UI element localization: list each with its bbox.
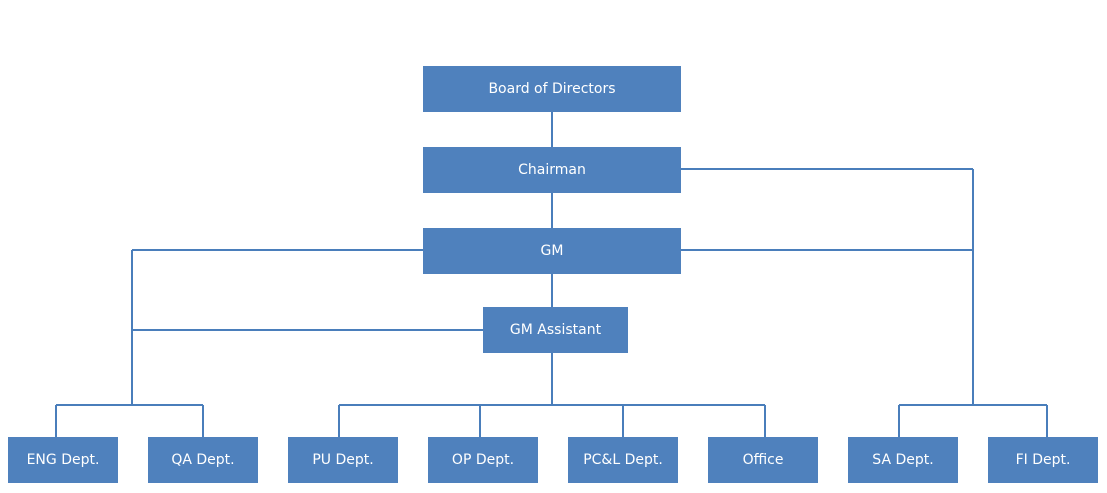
node-fi-dept: FI Dept. (988, 437, 1098, 483)
node-board-of-directors: Board of Directors (423, 66, 681, 112)
node-chairman: Chairman (423, 147, 681, 193)
node-gm-assistant: GM Assistant (483, 307, 628, 353)
node-eng-dept: ENG Dept. (8, 437, 118, 483)
node-op-dept: OP Dept. (428, 437, 538, 483)
node-gm: GM (423, 228, 681, 274)
node-office: Office (708, 437, 818, 483)
node-pcl-dept: PC&L Dept. (568, 437, 678, 483)
node-sa-dept: SA Dept. (848, 437, 958, 483)
node-pu-dept: PU Dept. (288, 437, 398, 483)
node-qa-dept: QA Dept. (148, 437, 258, 483)
